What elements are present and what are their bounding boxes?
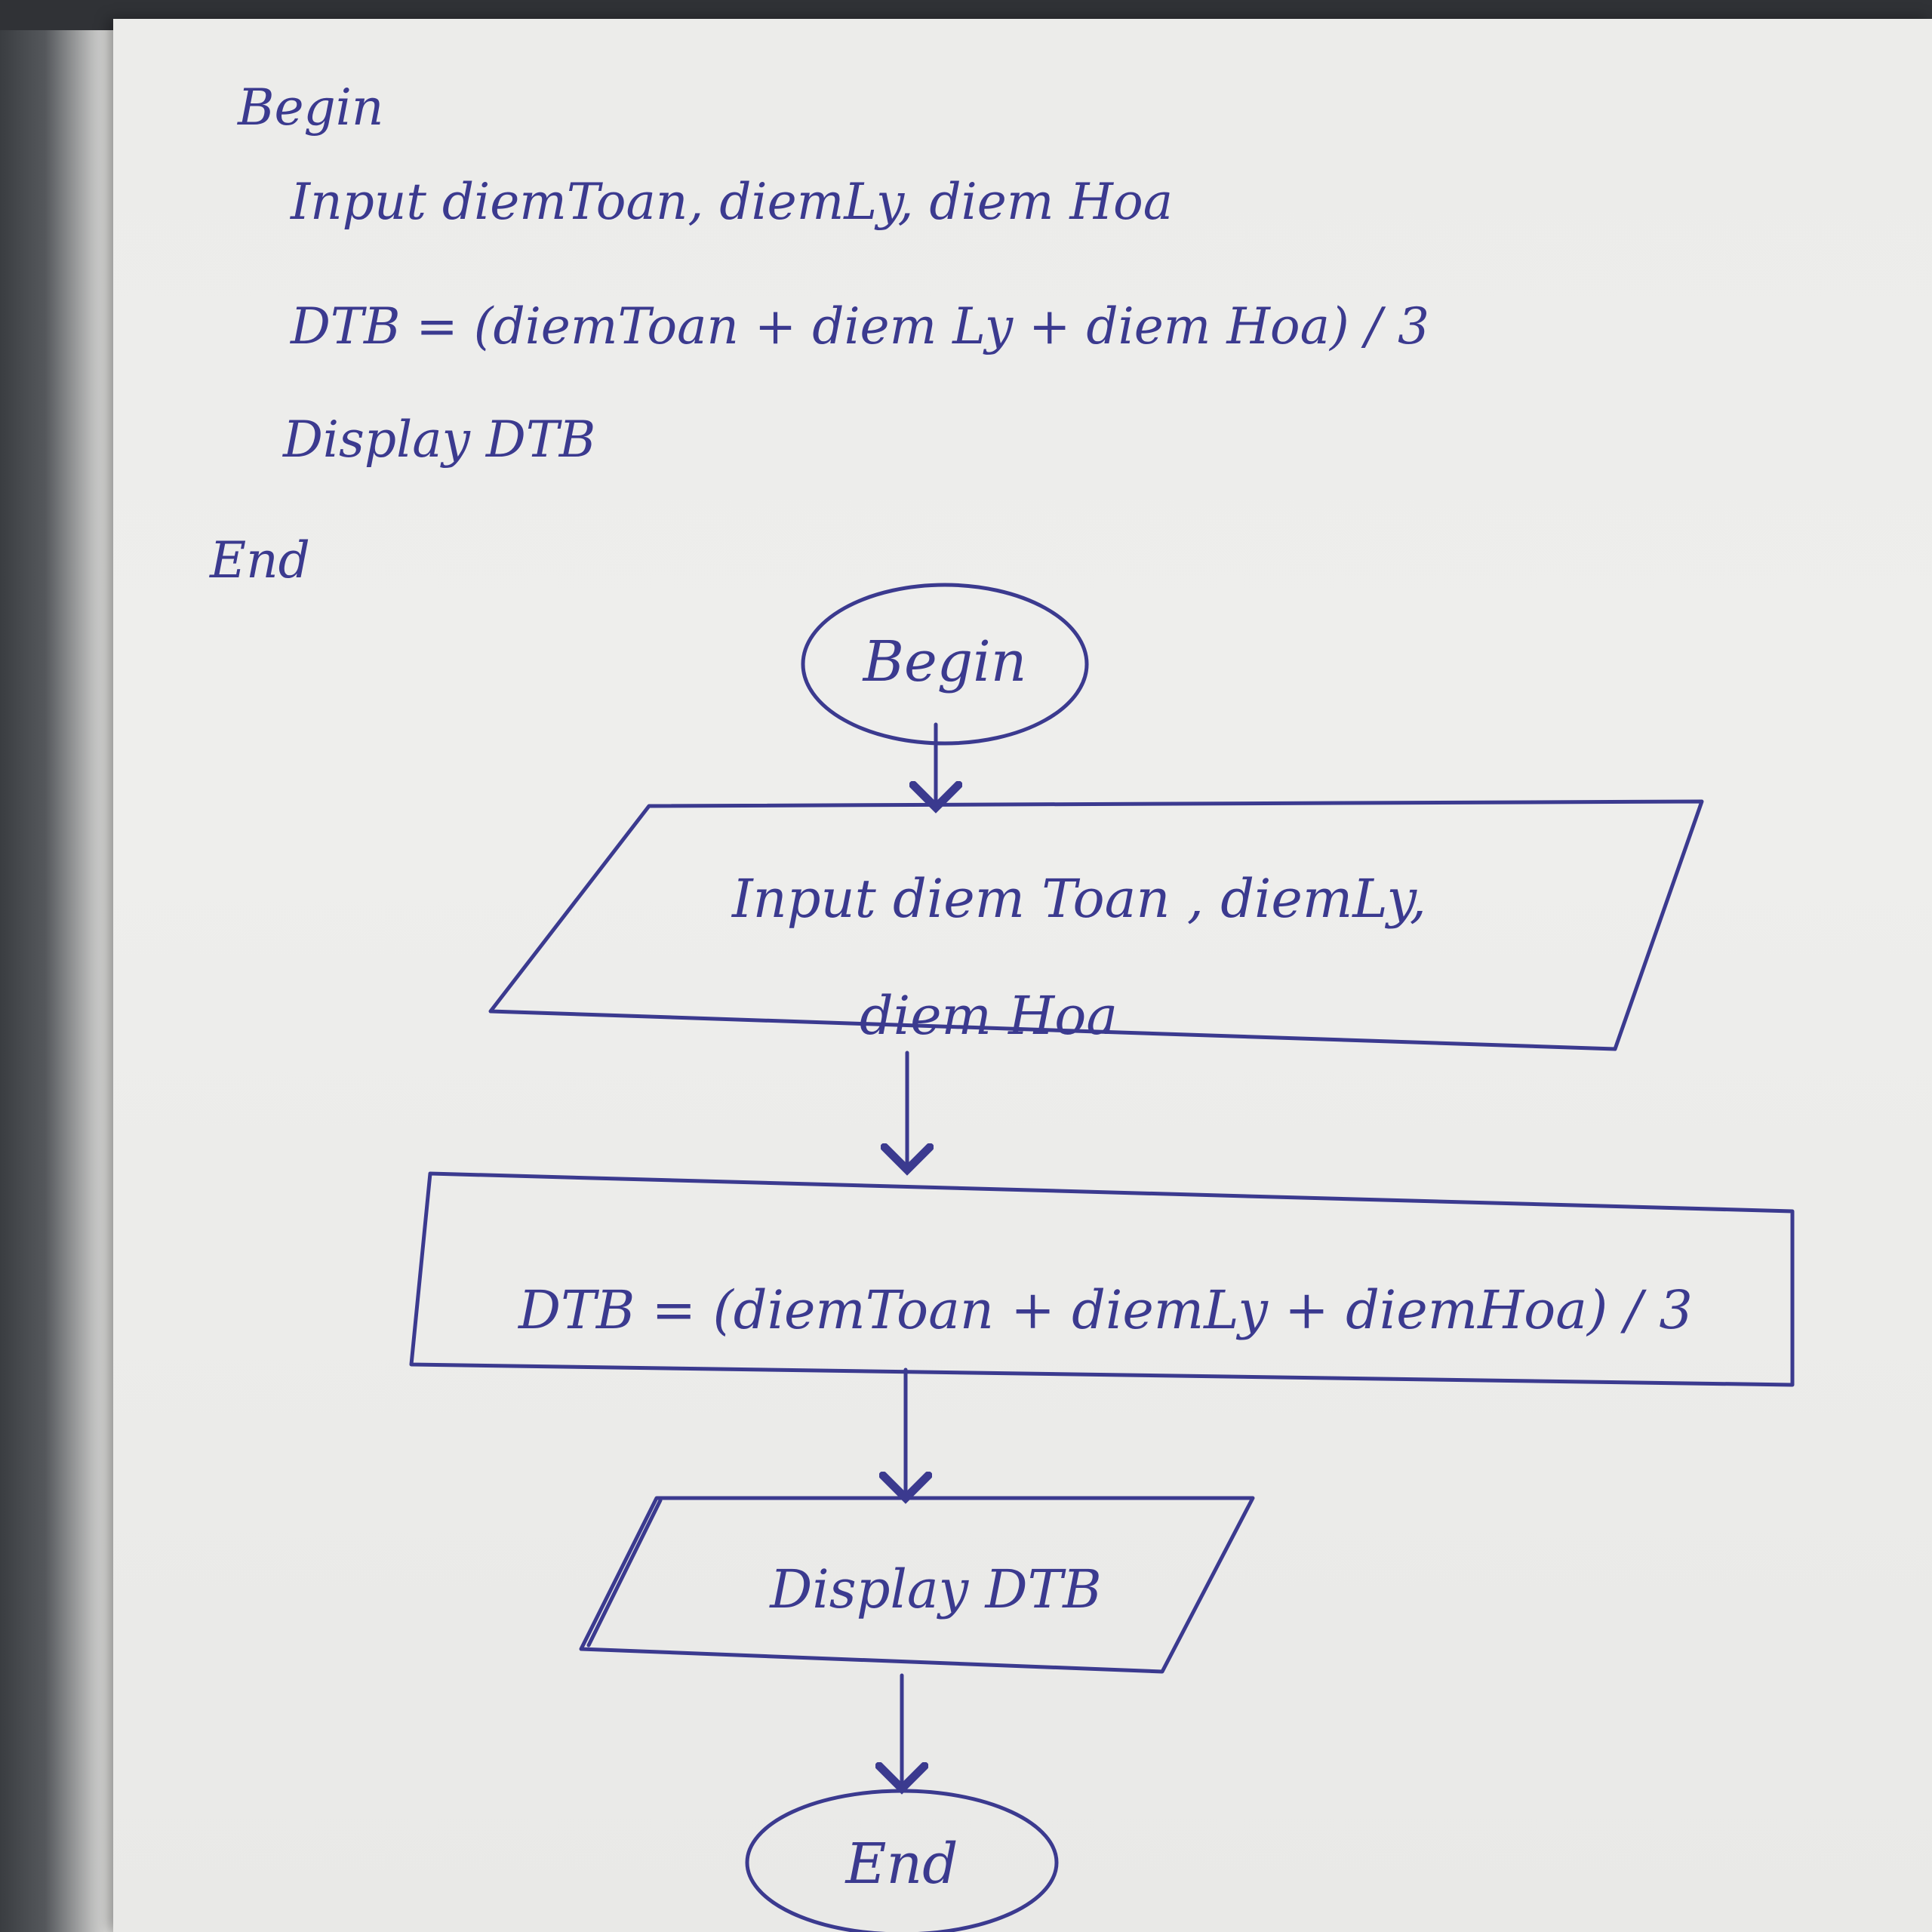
process-rectangle [409, 1171, 1795, 1387]
output-label: Display DTB [768, 1558, 1101, 1620]
output-parallelogram [579, 1496, 1255, 1674]
start-terminator [801, 583, 1089, 746]
pseudo-begin: Begin [237, 78, 383, 137]
notebook-page [113, 19, 1932, 1932]
pseudo-end: End [209, 531, 310, 589]
process-label: DTB = (diemToan + diemLy + diemHoa) / 3 [517, 1279, 1693, 1341]
output-correction-stroke [586, 1498, 663, 1647]
pseudo-formula: DTB = (diemToan + diem Ly + diem Hoa) / … [290, 297, 1429, 355]
input-label-line1: Input diem Toan , diemLy, [731, 868, 1426, 930]
input-label-line2: diem Hoa [860, 985, 1118, 1047]
start-label: Begin [862, 629, 1027, 694]
input-parallelogram [488, 799, 1704, 1051]
end-label: End [844, 1832, 958, 1897]
pseudo-display: Display DTB [282, 411, 595, 469]
end-terminator [745, 1789, 1059, 1932]
pseudo-input: Input diemToan, diemLy, diem Hoa [290, 173, 1173, 231]
